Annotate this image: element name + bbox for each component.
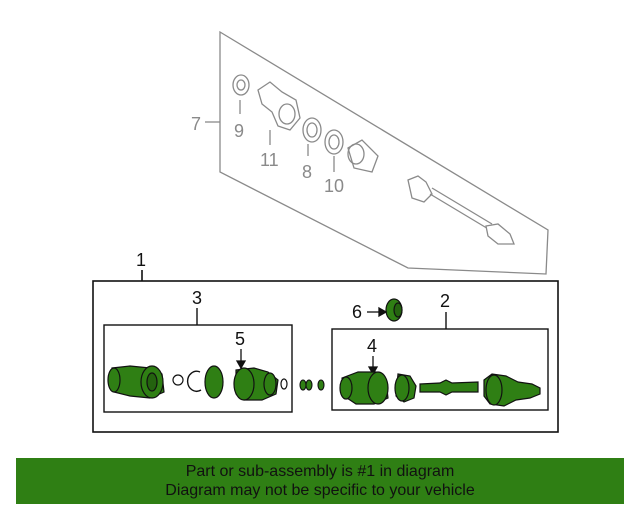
inner-cv-joint-boot[interactable] [107,365,165,399]
callout-1: 1 [136,250,146,270]
part-4-outer-boot[interactable] [339,371,389,405]
part-10-ring[interactable] [324,129,344,172]
callout-6-arrow [367,306,388,318]
banner-line-2: Diagram may not be specific to your vehi… [165,482,475,499]
assembly-1-box[interactable] [92,270,559,433]
callout-4-arrow [367,356,379,376]
callout-6: 6 [352,302,362,322]
callout-4: 4 [367,336,377,356]
subassembly-3-box[interactable] [103,308,293,413]
snap-ring-c[interactable] [186,370,202,392]
inner-boot-clamp[interactable] [204,365,224,399]
callout-5-arrow [235,349,247,370]
boot-clamps-middle[interactable] [299,379,325,391]
subassembly-2-box[interactable] [331,312,549,411]
callout-2: 2 [440,291,450,311]
callout-7: 7 [191,114,201,134]
part-8-bearing[interactable] [302,117,322,156]
half-shaft[interactable] [419,379,479,396]
part-6-cap[interactable] [385,298,403,322]
callout-10: 10 [324,176,344,196]
upper-joint-housing [347,139,379,173]
part-9-bushing[interactable] [232,74,250,114]
upper-axle-shaft [407,175,515,245]
small-ring-left[interactable] [280,378,288,390]
snap-ring-small[interactable] [172,374,184,386]
outer-cv-joint[interactable] [483,373,541,407]
upper-ghost-panel [205,30,549,275]
part-11-bracket[interactable] [257,81,301,145]
banner-line-1: Part or sub-assembly is #1 in diagram [185,463,455,480]
callout-3: 3 [192,288,202,308]
info-banner: Part or sub-assembly is #1 in diagram Di… [16,458,624,504]
callout-11: 11 [260,150,279,170]
callout-8: 8 [302,162,312,182]
part-5-inner-boot[interactable] [233,367,279,401]
callout-9: 9 [234,121,244,141]
outer-cv-housing[interactable] [394,373,417,403]
callout-5: 5 [235,329,245,349]
